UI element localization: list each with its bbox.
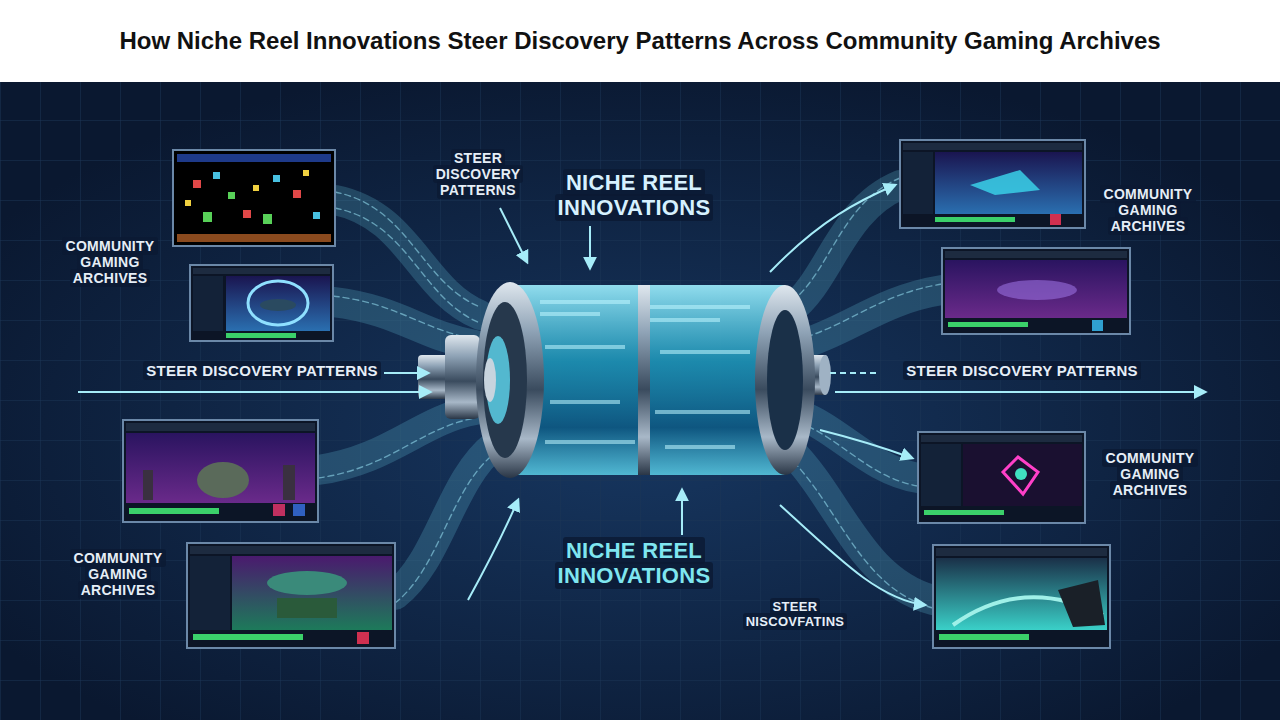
floating-label: NICHE REEL INNOVATIONS <box>519 538 749 589</box>
arrows <box>78 185 1205 605</box>
game-screen <box>933 545 1110 648</box>
game-screen <box>942 248 1130 334</box>
floating-label: COMMUNITY GAMING ARCHIVES <box>1094 450 1206 498</box>
floating-label: STEER DISCOVERY PATTERNS <box>897 362 1147 379</box>
reel <box>418 282 831 478</box>
game-screen <box>900 140 1085 228</box>
diagram-title: How Niche Reel Innovations Steer Discove… <box>0 0 1280 82</box>
floating-label: STEER DISCOVERY PATTERNS <box>422 150 534 198</box>
background <box>0 82 1280 720</box>
floating-label: COMMUNITY GAMING ARCHIVES <box>62 550 174 598</box>
game-screen <box>187 543 395 648</box>
floating-label: NICHE REEL INNOVATIONS <box>519 170 749 221</box>
floating-label: STEER NISCOVFATINS <box>739 600 851 630</box>
floating-label: COMMUNITY GAMING ARCHIVES <box>1092 186 1204 234</box>
pixel-game-screen <box>173 150 335 246</box>
game-screen <box>190 265 333 341</box>
floating-label: COMMUNITY GAMING ARCHIVES <box>54 238 166 286</box>
game-screen <box>123 420 318 522</box>
floating-label: STEER DISCOVERY PATTERNS <box>142 362 382 379</box>
screens <box>123 140 1130 648</box>
game-screen <box>918 432 1085 523</box>
